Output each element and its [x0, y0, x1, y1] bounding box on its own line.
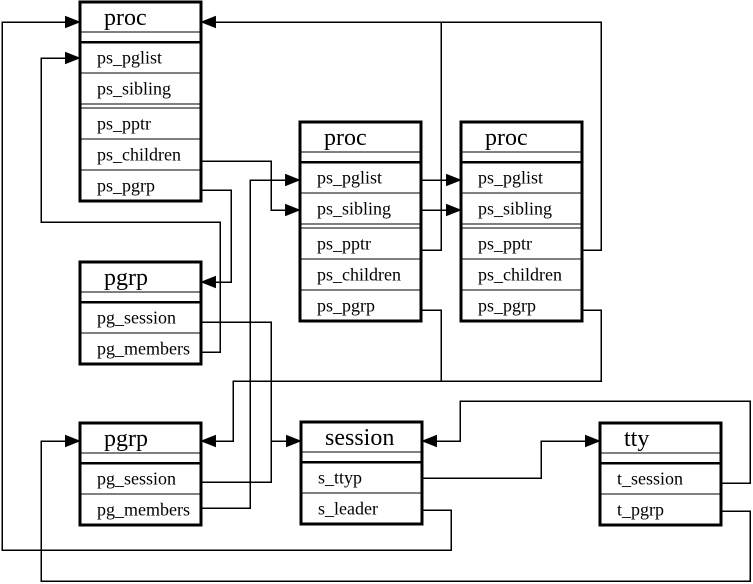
struct-outline-session	[299, 420, 424, 526]
pointer-edge-procChild2-ps_pgrp-to-pgrp2	[200, 309, 602, 448]
pointer-edge-pgrp2-pg_session-join-to-session	[201, 441, 272, 483]
struct-box-proc-child-2: proc ps_pglist ps_sibling ps_pptr ps_childre…	[459, 120, 584, 323]
struct-box-pgrp-2: pgrp pg_session pg_members	[78, 421, 203, 527]
pointer-edge-pgrp2-pg_members-to-procChild1-ps_pglist	[201, 173, 301, 509]
field-proc-child-2-ps_children: ps_children	[478, 265, 562, 285]
pointer-edge-pgrp1-pg_members-to-procParent-ps_pglist	[40, 51, 221, 353]
struct-box-proc-child-1: proc ps_pglist ps_sibling ps_pptr ps_childre…	[298, 120, 423, 323]
struct-outline-proc-child-2	[459, 120, 584, 323]
struct-box-pgrp-1: pgrp pg_session pg_members	[78, 260, 203, 366]
struct-outline-proc-child-1	[298, 120, 423, 323]
field-proc-child-2-ps_pptr: ps_pptr	[478, 234, 532, 254]
struct-outline-pgrp-1	[78, 260, 203, 366]
field-proc-child-1-ps_pptr: ps_pptr	[317, 234, 371, 254]
field-pgrp-2-pg_members: pg_members	[97, 500, 190, 520]
pointer-edge-procParent-ps_children-to-procChild1	[201, 160, 301, 217]
field-proc-parent-ps_sibling: ps_sibling	[97, 79, 171, 99]
field-proc-child-2-ps_sibling: ps_sibling	[478, 199, 552, 219]
field-session-s_leader: s_leader	[318, 499, 378, 519]
pointer-edge-procChild1-ps_pptr-join-to-procParent	[421, 22, 442, 251]
struct-title-pgrp-1: pgrp	[104, 265, 148, 291]
field-proc-child-2-ps_pgrp: ps_pgrp	[478, 296, 536, 316]
struct-title-proc-child-1: proc	[324, 125, 367, 151]
pointer-edge-session-s_leader-to-procParent	[1, 15, 452, 551]
field-pgrp-1-pg_members: pg_members	[97, 339, 190, 359]
struct-box-proc-parent: proc ps_pglist ps_sibling ps_pptr ps_childre…	[78, 0, 203, 203]
pointer-edge-tty-t_pgrp-to-pgrp2	[40, 434, 751, 582]
field-pgrp-2-pg_session: pg_session	[97, 469, 176, 489]
field-proc-child-1-ps_pglist: ps_pglist	[317, 168, 382, 188]
pointer-edge-procChild2-ps_pptr-to-procParent	[200, 15, 602, 251]
field-proc-child-2-ps_pglist: ps_pglist	[478, 168, 543, 188]
struct-outline-pgrp-2	[78, 421, 203, 527]
field-proc-parent-ps_pptr: ps_pptr	[97, 114, 151, 134]
pointer-edge-session-s_ttyp-to-tty	[422, 434, 601, 479]
field-tty-t_pgrp: t_pgrp	[617, 500, 664, 520]
pointer-edge-pgrp1-pg_session-to-session	[201, 321, 302, 448]
struct-title-session: session	[325, 425, 394, 451]
pointer-edge-tty-t_session-to-session	[421, 400, 751, 484]
struct-outline-tty	[598, 421, 723, 527]
struct-title-proc-child-2: proc	[485, 125, 528, 151]
pointer-edge-procChild1-ps_pgrp-join-to-pgrp2	[421, 309, 442, 381]
field-proc-parent-ps_pgrp: ps_pgrp	[97, 176, 155, 196]
struct-title-proc-parent: proc	[104, 5, 147, 31]
struct-title-tty: tty	[624, 426, 649, 452]
field-pgrp-1-pg_session: pg_session	[97, 308, 176, 328]
struct-box-session: session s_ttyp s_leader	[299, 420, 424, 526]
field-proc-parent-ps_pglist: ps_pglist	[97, 48, 162, 68]
field-proc-child-1-ps_sibling: ps_sibling	[317, 199, 391, 219]
pointer-edge-procParent-ps_pgrp-to-pgrp1	[200, 189, 232, 289]
field-proc-child-1-ps_pgrp: ps_pgrp	[317, 296, 375, 316]
struct-outline-proc-parent	[78, 0, 203, 203]
field-tty-t_session: t_session	[617, 469, 683, 489]
field-proc-parent-ps_children: ps_children	[97, 145, 181, 165]
field-session-s_ttyp: s_ttyp	[318, 468, 362, 488]
field-proc-child-1-ps_children: ps_children	[317, 265, 401, 285]
struct-box-tty: tty t_session t_pgrp	[598, 421, 723, 527]
struct-title-pgrp-2: pgrp	[104, 426, 148, 452]
